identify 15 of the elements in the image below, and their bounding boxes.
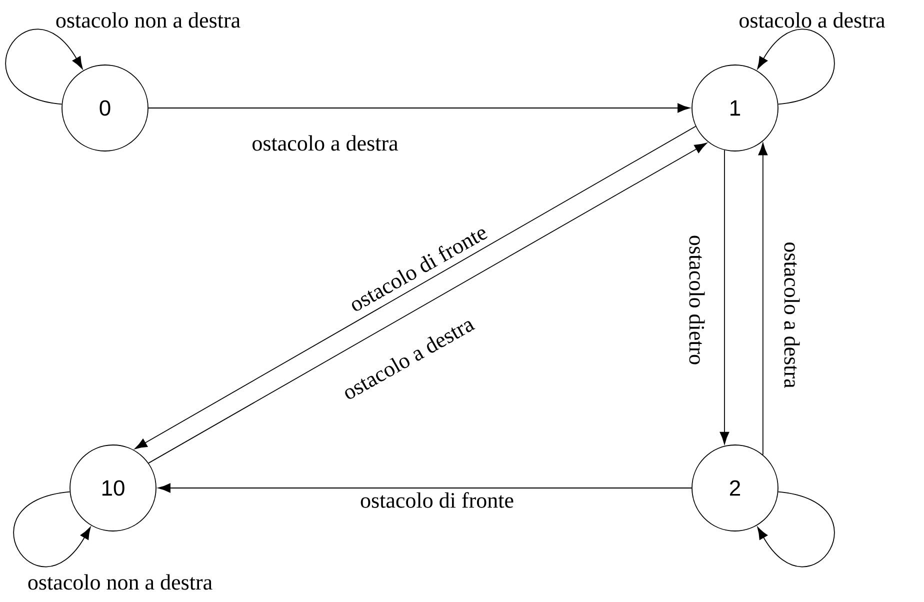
arrow xyxy=(758,142,768,456)
self-loop-arrow xyxy=(757,28,834,105)
arrow xyxy=(720,150,730,444)
edge-label: ostacolo non a destra xyxy=(28,574,212,590)
self-loop-arrow xyxy=(14,491,91,568)
self-loop-arrow xyxy=(6,28,83,105)
edge-label: ostacolo non a destra xyxy=(56,12,240,28)
arrow xyxy=(158,483,692,493)
arrow xyxy=(148,103,690,113)
self-loop-arrow xyxy=(757,491,834,568)
edge-label: ostacolo a destra xyxy=(740,12,886,28)
edge-label: ostacolo di fronte xyxy=(360,492,514,508)
edge-label: ostacolo a destra xyxy=(784,242,800,388)
edge-label: ostacolo dietro xyxy=(689,236,705,364)
edge-label: ostacolo a destra xyxy=(252,135,398,151)
